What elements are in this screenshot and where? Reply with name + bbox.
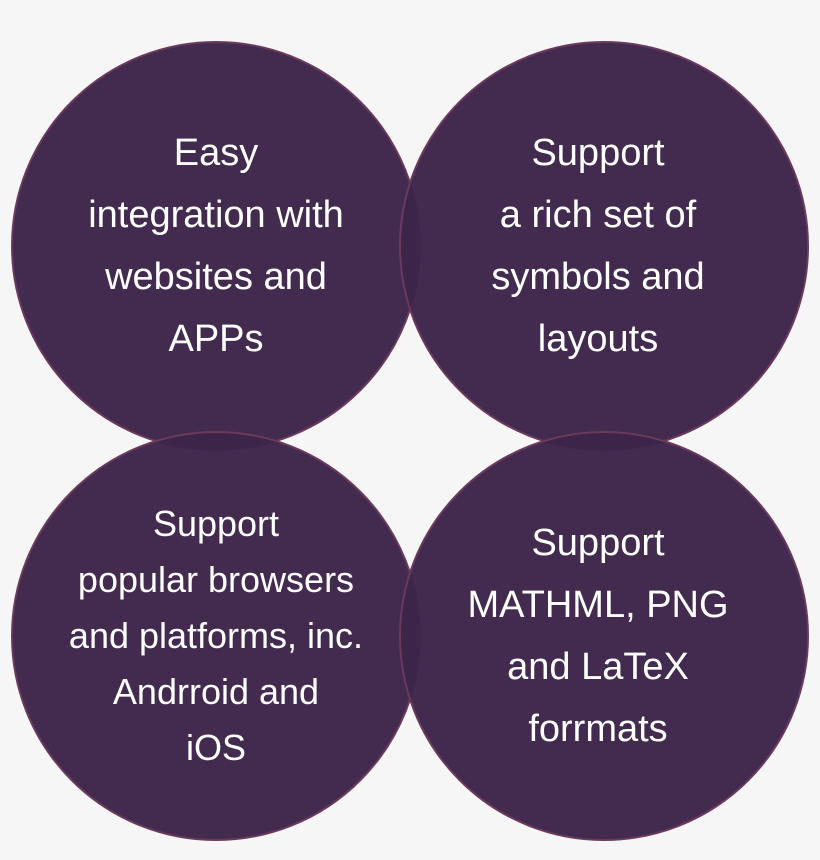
circle-text-bottom-left: Support popular browsers and platforms, … xyxy=(68,503,364,768)
circle-text-top-left: Easy integration with websites and APPs xyxy=(88,132,344,360)
circle-text-bottom-right: Support MATHML, PNG and LaTeX forrmats xyxy=(467,522,729,750)
circle-bottom-right xyxy=(399,431,809,841)
circle-text-top-right: Support a rich set of symbols and layout… xyxy=(491,132,705,360)
